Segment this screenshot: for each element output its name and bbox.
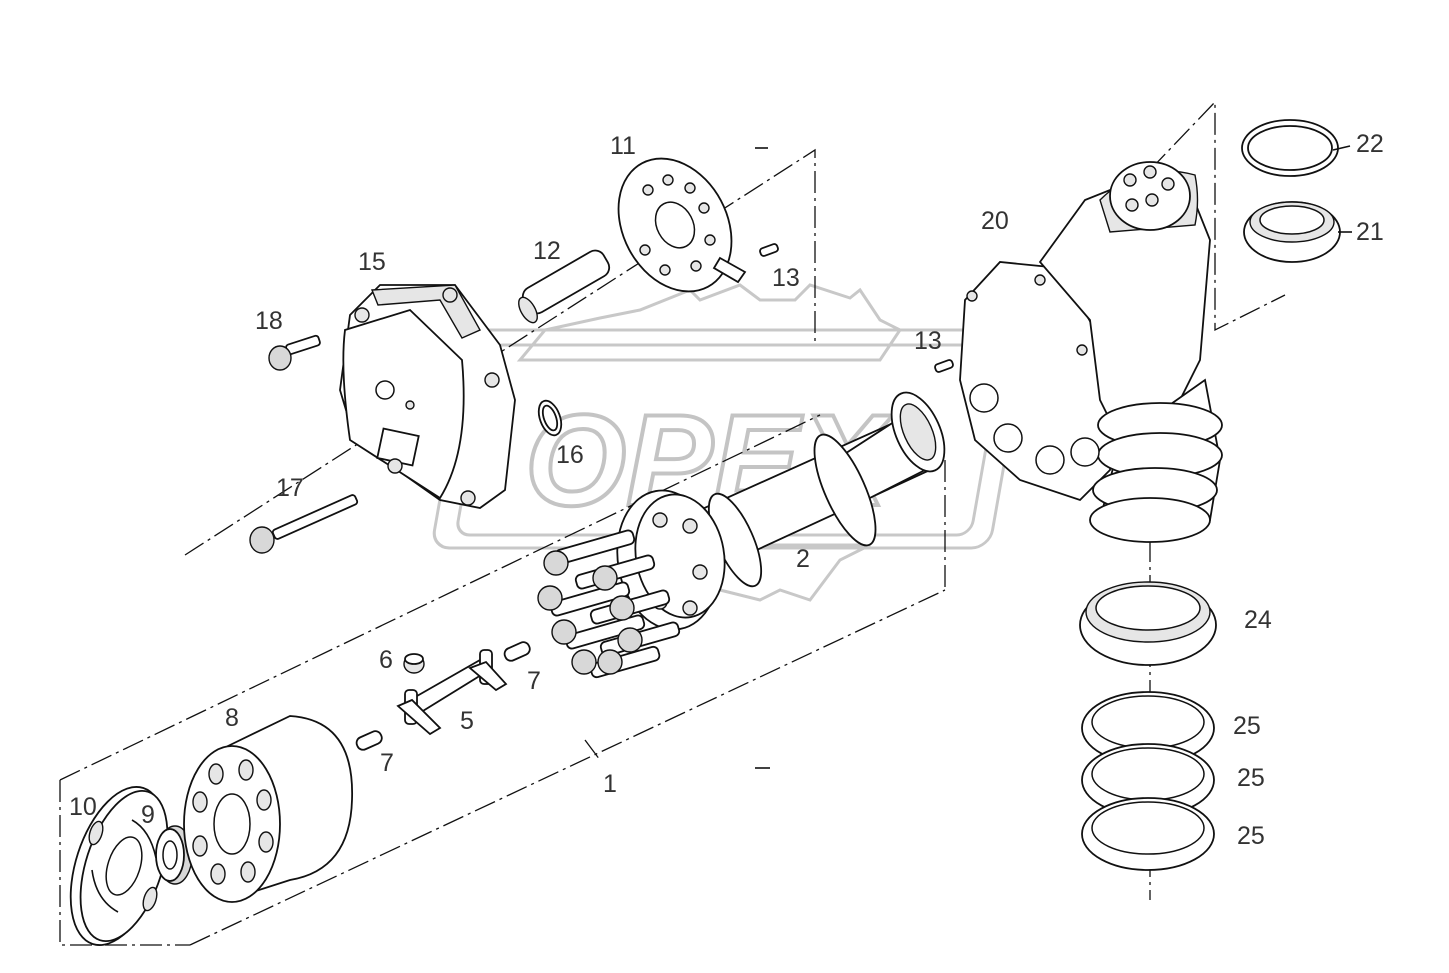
callout-22: 22 [1356,130,1384,158]
part-21-seal [1243,201,1341,263]
callout-9: 9 [141,801,155,829]
callout-7-lower: 7 [380,749,394,777]
callout-25-a: 25 [1233,712,1261,740]
callout-21: 21 [1356,218,1384,246]
part-25-ring-2 [1081,743,1215,817]
part-20-housing [959,161,1223,543]
callout-6: 6 [379,646,393,674]
part-11-valve-plate [617,157,747,293]
callout-20: 20 [981,207,1009,235]
callout-24: 24 [1244,606,1272,634]
part-17-long-bolt [249,494,359,554]
part-18-screw [268,334,321,371]
callout-13-lower: 13 [914,327,942,355]
callout-8: 8 [225,704,239,732]
callout-15: 15 [358,248,386,276]
callout-17: 17 [276,474,304,502]
part-25-ring-1 [1081,691,1215,765]
part-13-pin-upper [759,243,779,257]
part-8-cylinder-block [183,715,353,903]
part-2-drive-shaft-assembly [537,391,946,679]
callout-1: 1 [603,770,617,798]
pistons [537,529,681,679]
callout-25-c: 25 [1237,822,1265,850]
callout-2: 2 [796,545,810,573]
part-6-ball-cap [403,653,425,674]
part-12-spool [518,249,611,324]
callout-16: 16 [556,441,584,469]
part-7-pin-upper [503,641,531,662]
callout-18: 18 [255,307,283,335]
part-13-pin-lower [934,359,954,373]
part-10-port-plate [69,786,169,946]
callout-10: 10 [69,793,97,821]
leader-lines [755,145,1352,769]
callout-25-b: 25 [1237,764,1265,792]
callout-5: 5 [460,707,474,735]
callout-11: 11 [610,132,636,160]
part-7-pin-lower [355,730,383,751]
assembly-bracket-21-22 [1149,100,1286,332]
part-5-centre-cross [396,649,508,736]
part-24-bearing-ring [1079,581,1217,666]
callout-7-upper: 7 [527,667,541,695]
callouts: 1 2 5 6 7 7 8 9 10 11 12 13 13 15 16 17 … [69,130,1384,850]
part-25-ring-3 [1081,797,1215,871]
part-9-needle-bearing [155,825,193,885]
part-22-snap-ring [1241,119,1339,177]
part-16-o-ring [537,399,563,437]
callout-13-upper: 13 [772,264,800,292]
callout-12: 12 [533,237,561,265]
part-15-end-cover [339,284,516,509]
